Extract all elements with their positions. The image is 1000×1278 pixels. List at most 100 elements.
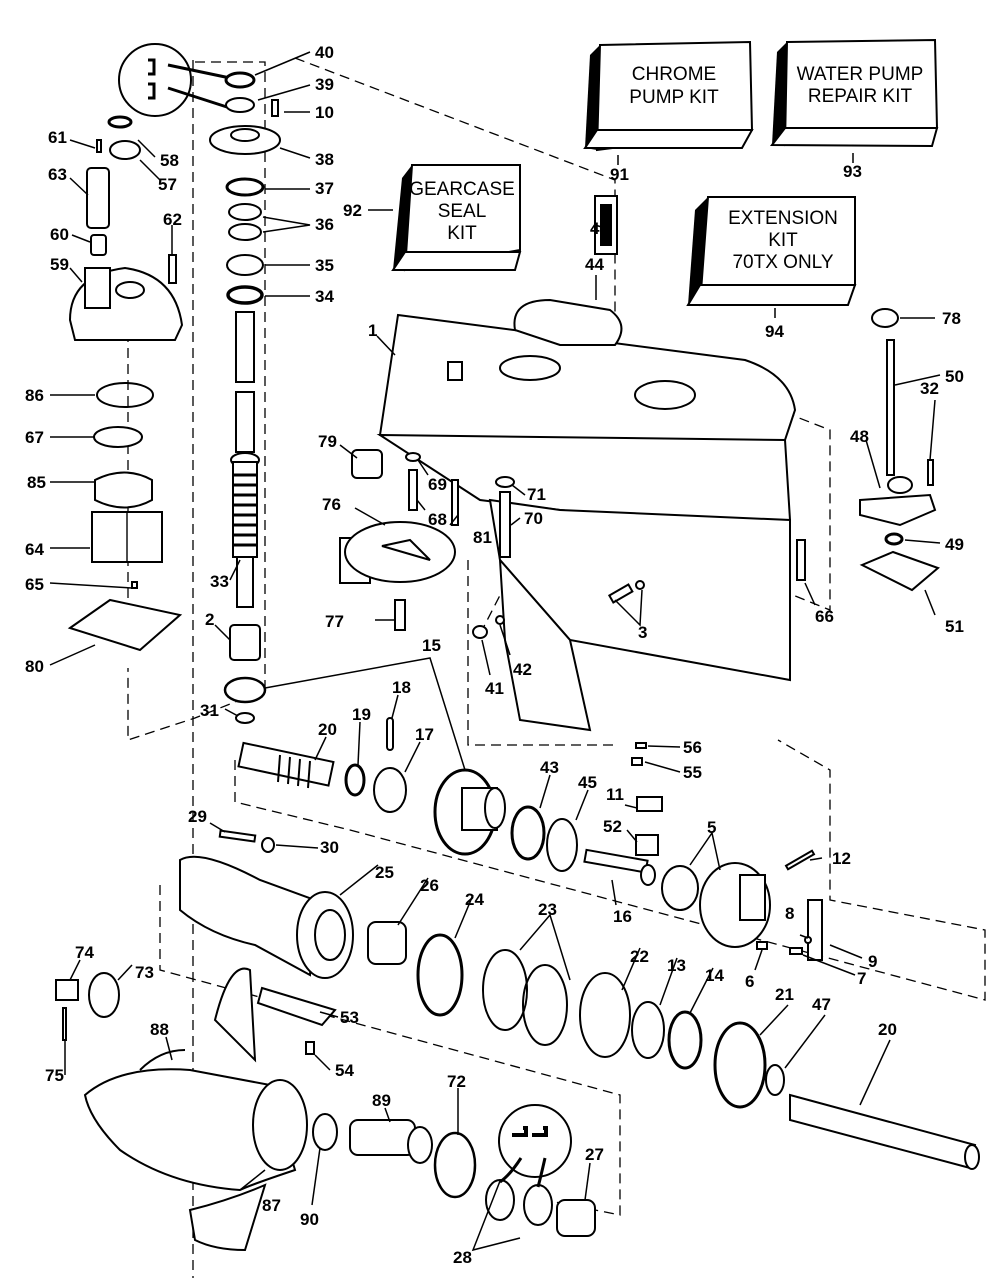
part-65-pin[interactable] xyxy=(131,581,138,589)
label-24[interactable]: 24 xyxy=(465,890,484,909)
part-29-screw[interactable] xyxy=(218,829,257,843)
label-15[interactable]: 15 xyxy=(422,636,441,655)
part-12-pin[interactable] xyxy=(784,849,816,871)
part-88-hub[interactable] xyxy=(139,1049,186,1071)
label-43[interactable]: 43 xyxy=(540,758,559,777)
part-32-screw[interactable] xyxy=(927,459,934,486)
label-3[interactable]: 3 xyxy=(638,623,647,642)
part-23-retaining-ring[interactable] xyxy=(522,964,568,1046)
part-42-washer[interactable] xyxy=(495,615,505,625)
part-20-propeller-shaft[interactable] xyxy=(789,1093,980,1170)
kit-box-extension[interactable]: EXTENSION KIT 70TX ONLY xyxy=(686,196,857,307)
part-69-washer[interactable] xyxy=(405,452,421,462)
part-53-plate[interactable] xyxy=(256,986,337,1027)
label-89[interactable]: 89 xyxy=(372,1091,391,1110)
part-90-washer[interactable] xyxy=(312,1113,338,1151)
part-24-o-ring[interactable] xyxy=(416,933,464,1017)
label-38[interactable]: 38 xyxy=(315,150,334,169)
part-86-gasket[interactable] xyxy=(96,382,154,408)
part-68-screw[interactable] xyxy=(408,469,418,511)
part-60-grommet[interactable] xyxy=(90,234,107,256)
label-35[interactable]: 35 xyxy=(315,256,334,275)
label-71[interactable]: 71 xyxy=(527,485,546,504)
part-15-forward-gear[interactable] xyxy=(433,768,506,856)
label-76[interactable]: 76 xyxy=(322,495,341,514)
part-71-washer[interactable] xyxy=(495,476,515,488)
part-25-bearing-housing[interactable] xyxy=(179,855,354,979)
label-37[interactable]: 37 xyxy=(315,179,334,198)
label-73[interactable]: 73 xyxy=(135,963,154,982)
label-77[interactable]: 77 xyxy=(325,612,344,631)
label-1[interactable]: 1 xyxy=(368,321,377,340)
label-20[interactable]: 20 xyxy=(318,720,337,739)
part-73-spacer[interactable] xyxy=(88,972,120,1018)
part-49-grommet[interactable] xyxy=(884,532,904,546)
part-72-thrust-washer[interactable] xyxy=(433,1131,477,1199)
label-19[interactable]: 19 xyxy=(352,705,371,724)
label-29[interactable]: 29 xyxy=(188,807,207,826)
label-44[interactable]: 44 xyxy=(585,255,604,274)
part-77-screw[interactable] xyxy=(394,599,406,631)
part-26-bearing[interactable] xyxy=(367,921,407,965)
part-56-seal[interactable] xyxy=(635,742,647,749)
part-67-plate[interactable] xyxy=(93,426,143,448)
label-33[interactable]: 33 xyxy=(210,572,229,591)
label-18[interactable]: 18 xyxy=(392,678,411,697)
label-11[interactable]: 11 xyxy=(606,785,624,804)
part-51-gasket[interactable] xyxy=(859,550,940,592)
label-60[interactable]: 60 xyxy=(50,225,69,244)
part-11-detent[interactable] xyxy=(636,796,663,812)
label-6[interactable]: 6 xyxy=(745,972,754,991)
label-39[interactable]: 39 xyxy=(315,75,334,94)
part-30-washer[interactable] xyxy=(261,837,275,853)
label-4[interactable]: 4 xyxy=(590,219,600,238)
part-3-screws[interactable] xyxy=(607,580,645,604)
part-22-retainer-plate[interactable] xyxy=(579,972,631,1058)
label-80[interactable]: 80 xyxy=(25,657,44,676)
kit-box-water-pump-repair[interactable]: WATER PUMP REPAIR KIT xyxy=(769,38,939,148)
part-58-o-ring[interactable] xyxy=(107,115,133,129)
part-28-seal[interactable] xyxy=(485,1179,515,1221)
label-64[interactable]: 64 xyxy=(25,540,44,559)
label-40[interactable]: 40 xyxy=(315,43,334,62)
label-47[interactable]: 47 xyxy=(812,995,831,1014)
part-64-impeller[interactable] xyxy=(91,511,163,563)
label-92[interactable]: 92 xyxy=(343,201,362,220)
label-31[interactable]: 31 xyxy=(200,701,219,720)
label-74[interactable]: 74 xyxy=(75,943,94,962)
part-66-screw[interactable] xyxy=(796,539,806,581)
part-55-screw[interactable] xyxy=(631,757,643,766)
part-27-bearing[interactable] xyxy=(556,1199,596,1237)
part-21-reverse-gear[interactable] xyxy=(713,1021,767,1109)
part-35-bearing[interactable] xyxy=(226,254,264,276)
part-36-washer[interactable] xyxy=(228,203,262,221)
label-57[interactable]: 57 xyxy=(158,175,177,194)
part-17-clutch-dog[interactable] xyxy=(373,767,407,813)
part-70-screw[interactable] xyxy=(499,491,511,558)
part-80-plate[interactable] xyxy=(67,598,183,652)
part-57-grommet[interactable] xyxy=(109,140,141,160)
part-8-ball[interactable] xyxy=(804,936,812,944)
label-70[interactable]: 70 xyxy=(524,509,543,528)
part-89-bushing[interactable] xyxy=(349,1119,433,1164)
kit-box-gearcase-seal[interactable]: GEARCASE SEAL KIT xyxy=(391,164,522,272)
label-49[interactable]: 49 xyxy=(945,535,964,554)
part-7-spring[interactable] xyxy=(789,947,803,955)
part-43-bearing[interactable] xyxy=(510,805,546,861)
part-9-lever[interactable] xyxy=(807,899,823,961)
part-19-ring[interactable] xyxy=(344,763,366,797)
label-86[interactable]: 86 xyxy=(25,386,44,405)
label-13[interactable]: 13 xyxy=(667,956,686,975)
label-56[interactable]: 56 xyxy=(683,738,702,757)
label-67[interactable]: 67 xyxy=(25,428,44,447)
part-45-thrust-washer[interactable] xyxy=(546,818,578,872)
part-50-shift-rod[interactable] xyxy=(886,339,895,476)
label-26[interactable]: 26 xyxy=(420,876,439,895)
part-13-thrust-washer[interactable] xyxy=(631,1001,665,1059)
label-61[interactable]: 61 xyxy=(48,128,67,147)
label-78[interactable]: 78 xyxy=(942,309,961,328)
label-52[interactable]: 52 xyxy=(603,817,622,836)
label-28[interactable]: 28 xyxy=(453,1248,472,1267)
part-39-seal[interactable] xyxy=(225,97,255,113)
label-14[interactable]: 14 xyxy=(705,966,724,985)
